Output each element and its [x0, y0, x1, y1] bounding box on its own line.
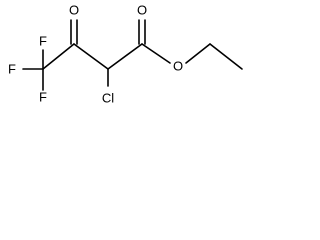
bond-ester-o: [141, 43, 171, 64]
atom-o-ester-carbonyl: O: [137, 3, 147, 18]
bond-ch2-ch3: [209, 43, 243, 70]
molecule-structure: O O O F F F Cl: [8, 3, 243, 106]
atom-f-bottom: F: [39, 90, 47, 105]
atom-o-ester: O: [173, 59, 183, 74]
structure-canvas: O O O F F F Cl: [0, 0, 254, 118]
bond-cf3-ketone: [42, 43, 75, 70]
bond-ketone-chcl: [73, 43, 109, 70]
atom-cl: Cl: [102, 91, 114, 106]
bond-chcl-ester: [107, 43, 143, 70]
bond-o-ch2: [185, 43, 211, 64]
atom-o-ketone: O: [69, 3, 79, 18]
atom-f-left: F: [8, 62, 16, 77]
atom-labels: O O O F F F Cl: [8, 3, 183, 106]
bonds: [22, 19, 243, 91]
atom-f-top: F: [39, 34, 47, 49]
